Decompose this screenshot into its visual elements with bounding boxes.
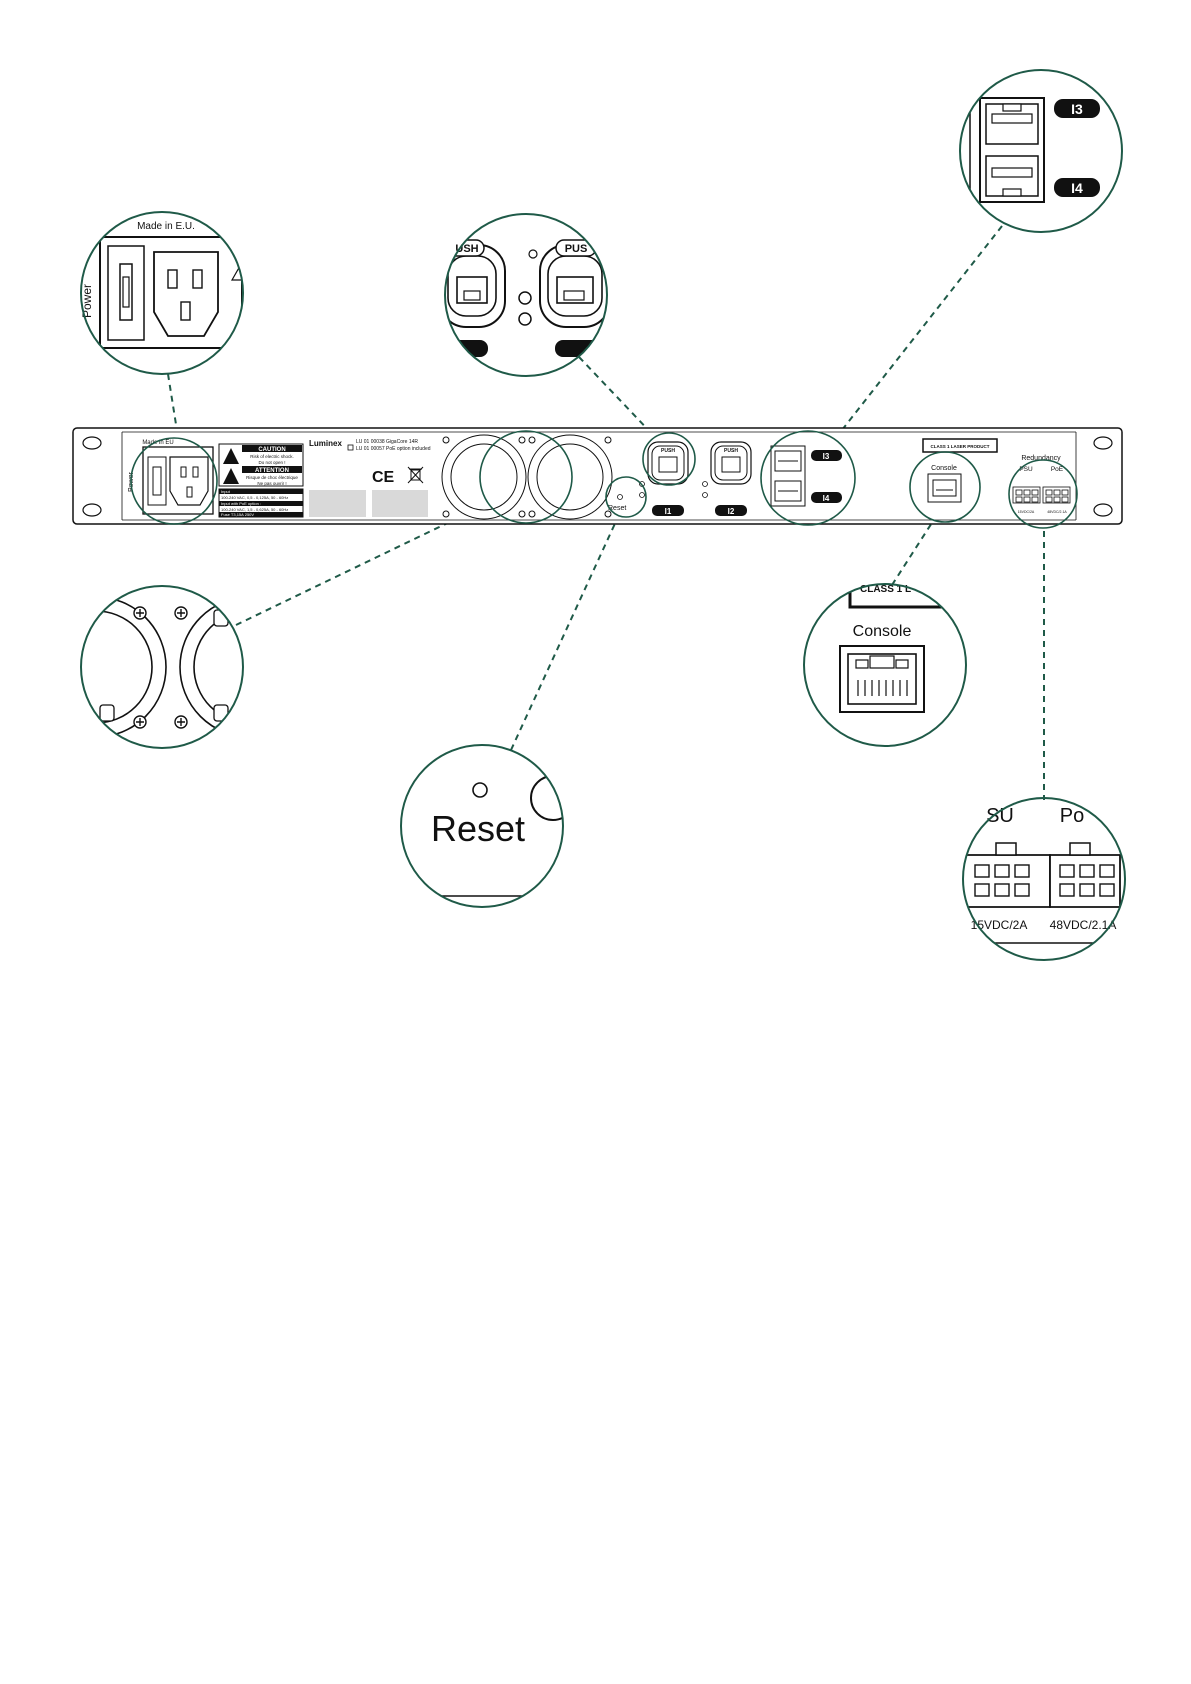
highlight-console xyxy=(909,451,981,523)
svg-text:Console: Console xyxy=(853,623,912,640)
svg-text:SU: SU xyxy=(986,805,1014,827)
svg-text:48VDC/2.1A: 48VDC/2.1A xyxy=(1050,918,1117,932)
iec-inlet xyxy=(169,456,209,506)
port-i2-badge: I2 xyxy=(728,507,735,516)
psu-connector[interactable] xyxy=(1012,486,1041,504)
highlight-redundancy xyxy=(1008,459,1078,529)
led-4 xyxy=(702,492,708,498)
led-3 xyxy=(702,481,708,487)
brand-logo: Luminex xyxy=(309,439,342,448)
model-line-1: LU 01 00038 GigaCore 14R xyxy=(356,439,418,445)
reset-label: Reset xyxy=(608,505,626,512)
svg-text:PUSH: PUSH xyxy=(724,448,738,454)
warning-triangle-icon xyxy=(223,448,239,464)
connector-console xyxy=(891,517,936,586)
rack-hole-tl xyxy=(82,436,102,450)
poe-connector[interactable] xyxy=(1042,486,1071,504)
rack-hole-tr xyxy=(1093,436,1113,450)
reset-button[interactable] xyxy=(617,494,623,500)
led-2 xyxy=(639,492,645,498)
svg-text:Input with PoE option :: Input with PoE option : xyxy=(221,501,261,506)
svg-text:Ne pas ouvrir !: Ne pas ouvrir ! xyxy=(257,481,286,486)
callout-console: CLASS 1 L Console xyxy=(803,583,967,747)
svg-text:Reset: Reset xyxy=(431,808,525,849)
port-i1-badge: I1 xyxy=(665,507,672,516)
device-highlight-rings xyxy=(130,430,1078,529)
psu-label: PSU xyxy=(1019,466,1033,473)
laser-label xyxy=(922,438,998,453)
svg-text:Risk of electric shock.: Risk of electric shock. xyxy=(250,454,294,459)
svg-text:Po: Po xyxy=(1060,805,1084,827)
svg-text:CLASS 1 LASER PRODUCT: CLASS 1 LASER PRODUCT xyxy=(930,444,989,449)
highlight-ethercon xyxy=(642,432,696,486)
psu-rating-small: 15VDC/2A xyxy=(1018,510,1035,514)
power-switch xyxy=(152,466,162,496)
warning-triangle-icon-2 xyxy=(223,468,239,484)
reset-pinhole xyxy=(472,782,488,798)
model-line-2: LU 01 00057 PoE option included xyxy=(356,446,431,452)
callout-redundancy: SU Po 15VDC/2A 48VDC/2.1A xyxy=(962,797,1126,961)
fan-left xyxy=(441,434,527,520)
svg-text:Made in E.U.: Made in E.U. xyxy=(137,221,195,232)
highlight-sfp xyxy=(760,430,856,526)
connector-fan xyxy=(235,516,461,626)
highlight-reset xyxy=(605,476,647,518)
warning-label: CAUTION Risk of electric shock. Do not o… xyxy=(218,443,304,487)
port-i4-badge: I4 xyxy=(823,494,830,503)
serial-label-placeholder-2 xyxy=(372,490,428,517)
svg-text:I3: I3 xyxy=(1071,101,1083,117)
console-port[interactable] xyxy=(927,473,962,503)
port-i3-badge: I3 xyxy=(823,452,830,461)
svg-text:ATTENTION: ATTENTION xyxy=(255,468,289,474)
svg-text:100-240 VAC, 1,5 - 0,625A, 50: 100-240 VAC, 1,5 - 0,625A, 50 - 60Hz xyxy=(221,507,288,512)
ethercon-port-i1[interactable]: PUSH I1 xyxy=(647,441,689,516)
connector-sfp xyxy=(841,225,1003,431)
rack-hole-br xyxy=(1093,503,1113,517)
callout-reset: Reset xyxy=(400,744,564,908)
svg-text:CAUTION: CAUTION xyxy=(258,447,285,453)
rack-hole-bl xyxy=(82,503,102,517)
callout-ethercon: USH PUS xyxy=(444,213,608,377)
svg-text:100-240 VAC, 0,5 - 0,125A, 50: 100-240 VAC, 0,5 - 0,125A, 50 - 60Hz xyxy=(221,495,288,500)
sfp-cage[interactable] xyxy=(770,445,806,507)
device-rear-panel: Made in EU Power CAUTION Risk of electri… xyxy=(72,427,1123,525)
svg-text:Fuse T3,15A 250V: Fuse T3,15A 250V xyxy=(221,512,254,517)
highlight-power xyxy=(130,437,218,525)
serial-label-placeholder-1 xyxy=(309,490,366,517)
ce-mark: CE xyxy=(372,469,395,486)
connector-reset xyxy=(510,516,619,751)
connector-ethercon xyxy=(578,356,656,438)
weee-bin-icon xyxy=(407,466,424,484)
poe-label: PoE xyxy=(1051,466,1064,473)
svg-text:PUS: PUS xyxy=(565,243,588,255)
svg-text:I4: I4 xyxy=(1071,180,1083,196)
ethercon-port-i2[interactable]: PUSH I2 xyxy=(710,441,752,516)
callout-connectors xyxy=(167,225,1045,800)
made-in-label: Made in EU xyxy=(142,440,173,446)
svg-text:CLASS 1 L: CLASS 1 L xyxy=(860,584,911,595)
console-label: Console xyxy=(931,465,957,472)
svg-text:PUSH: PUSH xyxy=(661,448,675,454)
highlight-fan xyxy=(479,430,573,524)
fan-right xyxy=(527,434,613,520)
callout-power: Made in E.U. Power xyxy=(80,211,244,375)
svg-text:Input: Input xyxy=(221,489,231,494)
rating-label: Input 100-240 VAC, 0,5 - 0,125A, 50 - 60… xyxy=(218,488,304,518)
callout-sfp: I3 I4 xyxy=(959,69,1123,233)
callout-fan xyxy=(80,585,244,749)
poe-rating-small: 48VDC/2.1A xyxy=(1047,510,1067,514)
redundancy-label: Redundancy xyxy=(1021,455,1061,462)
svg-text:Risque de choc électrique: Risque de choc électrique xyxy=(246,475,298,480)
svg-text:15VDC/2A: 15VDC/2A xyxy=(971,918,1028,932)
svg-text:Do not open !: Do not open ! xyxy=(258,460,285,465)
